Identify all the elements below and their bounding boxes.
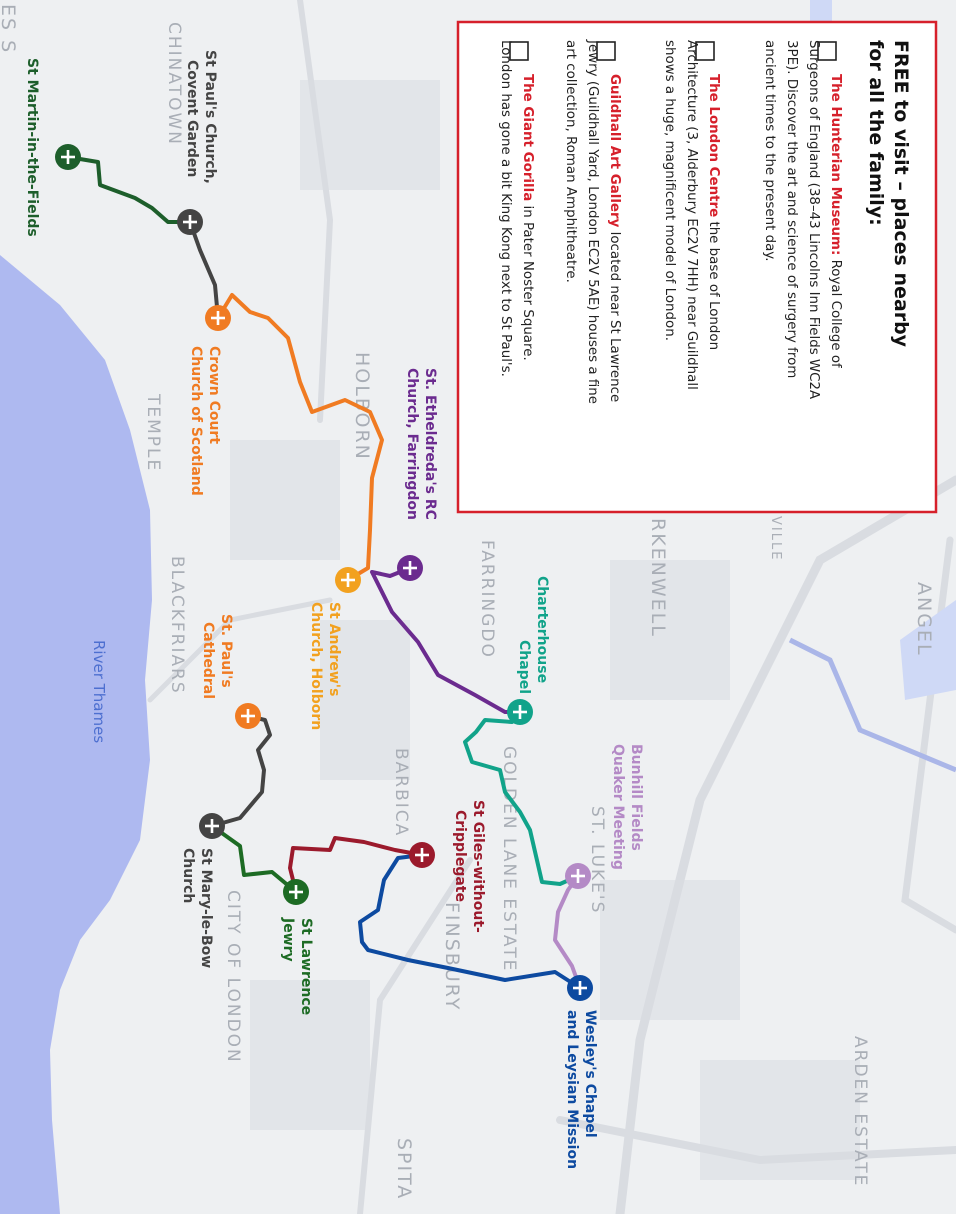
route-segment-purple	[370, 566, 522, 714]
route-segment-teal	[463, 710, 580, 886]
area-label-finsbury: FINSBURY	[441, 902, 463, 1011]
info-item-guildhall-line1: Guildhall Art Gallery located near St La…	[607, 74, 622, 402]
church-label-giles: St Giles-without- Cripplegate	[452, 800, 486, 933]
area-label-edge: ES S	[0, 4, 19, 54]
walking-route	[66, 155, 582, 990]
info-box-title-line2: for all the family:	[865, 40, 887, 226]
svg-text:Cathedral: Cathedral	[200, 622, 216, 699]
river-label: River Thames	[90, 640, 108, 743]
checkbox-london-centre[interactable]	[695, 41, 715, 61]
church-label-bunhill: Bunhill Fields Quaker Meeting	[610, 744, 644, 870]
church-label-andrew: St Andrew's Church, Holborn	[308, 602, 342, 730]
area-label-st-lukes: ST. LUKE'S	[587, 806, 607, 914]
svg-text:St Mary-le-Bow: St Mary-le-Bow	[198, 848, 214, 968]
church-label-etheldreda: St. Etheldreda's RC Church, Farringdon	[404, 368, 438, 520]
church-marker-bunhill[interactable]	[565, 863, 591, 889]
church-label-lawrence: St Lawrence Jewry	[280, 917, 314, 1015]
svg-text:Church, Holborn: Church, Holborn	[308, 602, 324, 730]
route-segment-maroon	[288, 836, 424, 894]
area-label-farringdon: FARRINGDO	[477, 540, 497, 659]
info-item-guildhall-line3: art collection, Roman Amphitheatre.	[563, 40, 578, 283]
river-thames	[0, 255, 152, 1214]
church-marker-crown-court[interactable]	[205, 305, 231, 331]
info-box-title-line1: FREE to visit – places nearby	[890, 40, 912, 348]
checkbox-hunterian[interactable]	[817, 41, 837, 61]
church-marker-etheldreda[interactable]	[397, 555, 423, 581]
svg-text:St. Paul's: St. Paul's	[218, 614, 234, 688]
church-marker-lawrence[interactable]	[283, 879, 309, 905]
svg-text:St. Etheldreda's RC: St. Etheldreda's RC	[422, 368, 438, 520]
area-label-city-of-london: CITY OF LONDON	[223, 890, 243, 1064]
church-marker-charterhouse[interactable]	[507, 699, 533, 725]
route-segment-grey	[188, 220, 220, 320]
svg-text:Bunhill Fields: Bunhill Fields	[628, 744, 644, 851]
info-item-hunterian-line2: Surgeons of England (38–43 Lincolns Inn …	[806, 40, 821, 400]
info-item-london-centre-line2: Architecture (3, Alderbury EC2V 7HH) nea…	[684, 40, 699, 390]
svg-text:Charterhouse: Charterhouse	[534, 576, 550, 683]
info-item-london-centre-line1: The London Centre the base of London	[706, 74, 721, 350]
checkbox-guildhall[interactable]	[596, 41, 616, 61]
info-item-hunterian-line4: ancient times to the present day.	[762, 40, 777, 262]
church-marker-pauls-cathedral[interactable]	[235, 703, 261, 729]
area-label-barbican: BARBICA	[391, 748, 411, 837]
svg-text:St Giles-without-: St Giles-without-	[470, 800, 486, 933]
church-marker-mary-le-bow[interactable]	[199, 813, 225, 839]
route-segment-blue	[358, 853, 582, 990]
area-label-spitalfields: SPITA	[393, 1138, 415, 1200]
info-item-hunterian-line1: The Hunterian Museum: Royal College of	[828, 74, 843, 368]
church-marker-giles[interactable]	[409, 842, 435, 868]
svg-text:Wesley's Chapel: Wesley's Chapel	[582, 1010, 598, 1138]
route-segment-green	[66, 155, 192, 224]
svg-text:Chapel: Chapel	[516, 640, 532, 694]
church-label-mary-le-bow: St Mary-le-Bow Church	[180, 848, 214, 968]
area-label-chinatown: CHINATOWN	[164, 22, 184, 146]
area-label-clerkenwell: RKENWELL	[647, 518, 669, 638]
svg-text:and Leysian Mission: and Leysian Mission	[564, 1010, 580, 1169]
svg-text:Quaker Meeting: Quaker Meeting	[610, 744, 626, 870]
area-label-arden-estate: ARDEN ESTATE	[850, 1036, 870, 1187]
route-segment-dark-green	[210, 824, 298, 894]
svg-text:Church of Scotland: Church of Scotland	[188, 346, 204, 496]
svg-text:Church, Farringdon: Church, Farringdon	[404, 368, 420, 520]
area-label-ville: VILLE	[768, 516, 783, 561]
route-segment-lilac	[553, 874, 582, 990]
svg-text:Cripplegate: Cripplegate	[452, 810, 468, 902]
info-item-guildhall-line2: Jewry (Guildhall Yard, London EC2V 5AE) …	[585, 39, 600, 404]
church-label-wesley: Wesley's Chapel and Leysian Mission	[564, 1010, 598, 1169]
area-label-angel: ANGEL	[913, 582, 935, 657]
info-item-gorilla-line2: London has gone a bit King Kong next to …	[498, 40, 513, 377]
area-label-blackfriars: BLACKFRIARS	[167, 556, 187, 695]
church-marker-andrew[interactable]	[335, 567, 361, 593]
svg-text:Church: Church	[180, 848, 196, 903]
church-marker-martin[interactable]	[55, 144, 81, 170]
svg-text:St Andrew's: St Andrew's	[326, 602, 342, 696]
info-item-hunterian-line3: 3PE). Discover the art and science of su…	[784, 40, 799, 378]
info-box: FREE to visit – places nearby for all th…	[456, 20, 938, 514]
church-label-pauls-cathedral: St. Paul's Cathedral	[200, 614, 234, 699]
church-marker-paul-covent-garden[interactable]	[177, 209, 203, 235]
route-segment-slate	[210, 714, 272, 828]
svg-text:Crown Court: Crown Court	[206, 346, 222, 444]
church-label-crown-court: Crown Court Church of Scotland	[188, 346, 222, 496]
svg-text:St Paul's Church,: St Paul's Church,	[202, 50, 218, 184]
svg-text:Covent Garden: Covent Garden	[184, 60, 200, 177]
church-label-charterhouse: Charterhouse Chapel	[516, 576, 550, 694]
route-segment-orange	[216, 293, 384, 582]
church-marker-wesley[interactable]	[567, 975, 593, 1001]
checkbox-gorilla[interactable]	[509, 41, 529, 61]
info-item-gorilla-line1: The Giant Gorilla in Pater Noster Square…	[520, 74, 535, 361]
svg-text:St Lawrence: St Lawrence	[298, 918, 314, 1015]
info-item-london-centre-line3: shows a huge, magnificent model of Londo…	[662, 40, 677, 341]
church-label-paul-covent-garden: St Paul's Church, Covent Garden	[184, 50, 218, 184]
area-label-temple: TEMPLE	[143, 393, 163, 472]
church-label-martin: St Martin-in-the-Fields	[24, 58, 40, 237]
regents-canal	[788, 637, 956, 773]
svg-text:Jewry: Jewry	[280, 917, 296, 962]
